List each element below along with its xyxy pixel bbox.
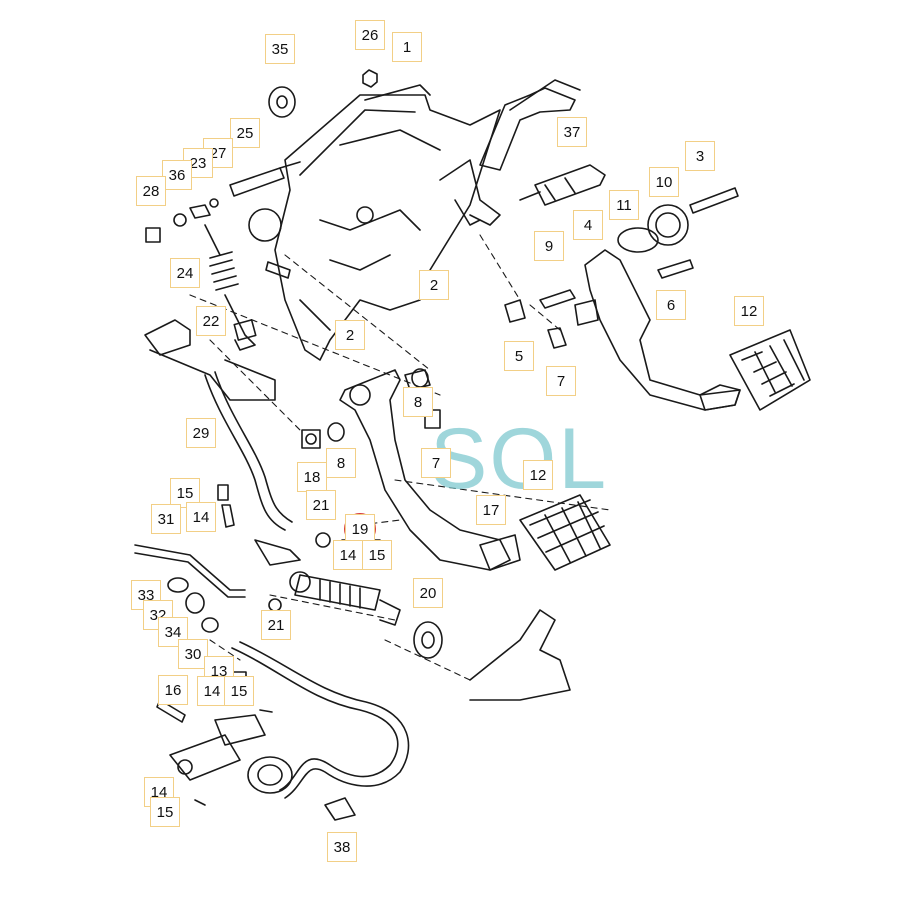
callout-28[interactable]: 28 [136,176,166,206]
callout-7-lower[interactable]: 7 [421,448,451,478]
rubber-stop-35 [268,69,378,118]
callout-22[interactable]: 22 [196,306,226,336]
callout-15-bottom[interactable]: 15 [150,797,180,827]
callout-9[interactable]: 9 [534,231,564,261]
callout-18[interactable]: 18 [297,462,327,492]
brake-line-31 [134,544,246,598]
callout-30[interactable]: 30 [178,639,208,669]
top-pedal-lever [479,79,581,171]
callout-3[interactable]: 3 [685,141,715,171]
callout-15-top[interactable]: 15 [170,478,200,508]
callout-7-upper[interactable]: 7 [546,366,576,396]
callout-1[interactable]: 1 [392,32,422,62]
callout-19[interactable]: 19 [345,514,375,544]
callout-26[interactable]: 26 [355,20,385,50]
callout-37[interactable]: 37 [557,117,587,147]
callout-14-top[interactable]: 14 [186,502,216,532]
right-pedal-assembly [504,187,741,411]
callout-6[interactable]: 6 [656,290,686,320]
callout-21-lower[interactable]: 21 [261,610,291,640]
callout-15-lower[interactable]: 15 [224,676,254,706]
callout-17[interactable]: 17 [476,495,506,525]
callout-36[interactable]: 36 [162,160,192,190]
callout-24[interactable]: 24 [170,258,200,288]
callout-14-mid[interactable]: 14 [333,540,363,570]
callout-20[interactable]: 20 [413,578,443,608]
callout-8-upper[interactable]: 8 [403,387,433,417]
callout-11[interactable]: 11 [609,190,639,220]
hose-30 [231,641,410,799]
callout-21-upper[interactable]: 21 [306,490,336,520]
callout-2-upper[interactable]: 2 [419,270,449,300]
bolts-left [145,198,291,279]
clutch-pedal-lever [339,369,521,571]
callout-14-lower[interactable]: 14 [197,676,227,706]
callout-15-mid[interactable]: 15 [362,540,392,570]
callout-29[interactable]: 29 [186,418,216,448]
spring-24 [204,224,257,351]
master-cylinder-37 [519,164,606,206]
hose-29 [204,371,293,531]
pushrod-25 [229,161,301,197]
callout-5[interactable]: 5 [504,341,534,371]
callout-25[interactable]: 25 [230,118,260,148]
bushings [301,368,441,548]
pedal-pad-12-upper [729,329,811,411]
watermark-text: SOL [430,411,609,507]
callout-2-lower[interactable]: 2 [335,320,365,350]
slave-cylinder-19 [254,539,401,626]
callout-31[interactable]: 31 [151,504,181,534]
fluid-reservoir [144,319,276,401]
callout-12-lower[interactable]: 12 [523,460,553,490]
callout-4[interactable]: 4 [573,210,603,240]
callout-38[interactable]: 38 [327,832,357,862]
callout-8-lower[interactable]: 8 [326,448,356,478]
callout-12-upper[interactable]: 12 [734,296,764,326]
seal-ring-20 [413,621,443,659]
floor-panel [469,609,571,701]
pedal-pad-12-lower [519,494,611,571]
lower-slave-cylinder [156,699,356,821]
callout-35[interactable]: 35 [265,34,295,64]
callout-23[interactable]: 23 [183,148,213,178]
callout-10[interactable]: 10 [649,167,679,197]
pedal-bracket [248,84,501,361]
callout-16[interactable]: 16 [158,675,188,705]
